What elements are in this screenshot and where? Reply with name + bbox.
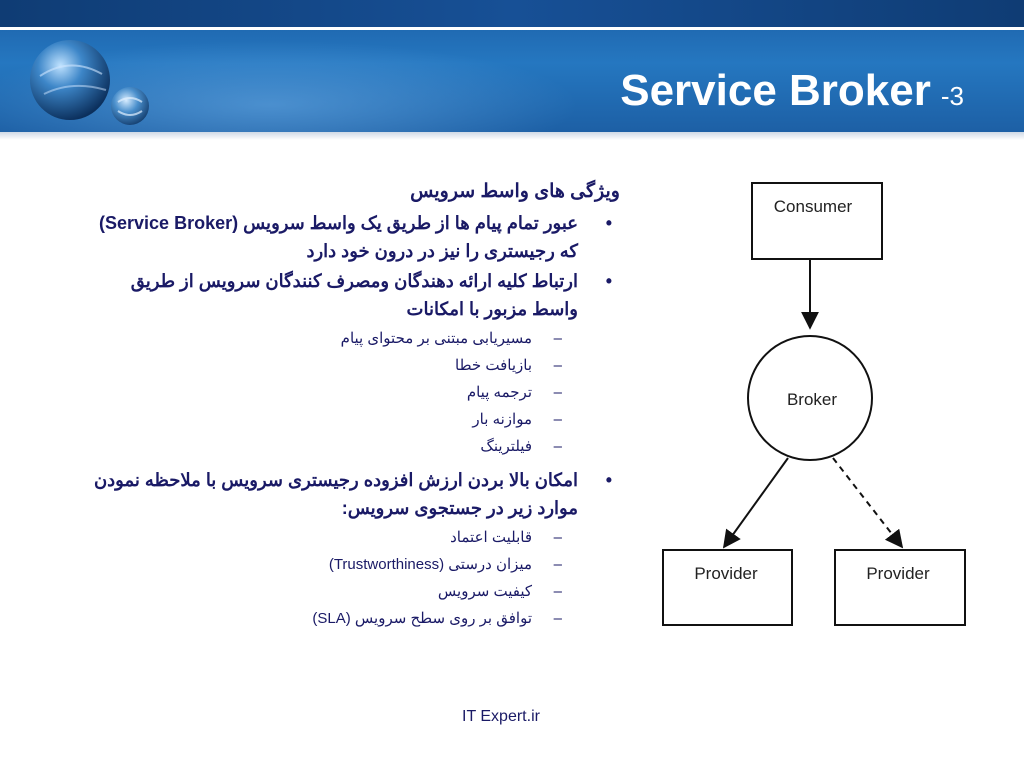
provider-right-label: Provider [866, 564, 930, 583]
sub-item-text: توافق بر روی سطح سرویس (SLA) [312, 610, 532, 627]
bullet-text: ارتباط کلیه ارائه دهندگان ومصرف کنندگان … [130, 271, 578, 319]
sub-marker: – [553, 357, 562, 374]
sub-marker: – [553, 610, 562, 627]
header-top-band [0, 0, 1024, 27]
sub-item: – بازیافت خطا [90, 352, 620, 379]
sub-item-text: ترجمه پیام [466, 384, 532, 401]
section-heading: ویژگی های واسط سرویس [410, 181, 620, 202]
bullet-item: • امکان بالا بردن ارزش افزوده رجیستری سر… [90, 466, 620, 522]
sub-item: – توافق بر روی سطح سرویس (SLA) [90, 605, 620, 632]
consumer-label: Consumer [774, 197, 853, 216]
sub-item-text: میزان درستی (Trustworthiness) [328, 556, 532, 573]
sub-item: – مسیریابی مبتنی بر محتوای پیام [90, 325, 620, 352]
provider-right-node: Provider [834, 549, 966, 626]
slide-header: Service Broker -3 [0, 0, 1024, 140]
broker-provider-right-arrow [832, 457, 904, 549]
sub-list: – مسیریابی مبتنی بر محتوای پیام – بازیافت … [90, 325, 620, 460]
globe-logo-icon [30, 40, 149, 125]
provider-left-label: Provider [694, 564, 758, 583]
sub-marker: – [553, 583, 562, 600]
sub-item: – کیفیت سرویس [90, 578, 620, 605]
header-bottom-edge [0, 132, 1024, 140]
sub-item: – ترجمه پیام [90, 379, 620, 406]
footer-text: IT Expert.ir [462, 708, 540, 725]
bullet-item: • ارتباط کلیه ارائه دهندگان ومصرف کنندگا… [90, 267, 620, 323]
consumer-node: Consumer [751, 182, 883, 260]
bullet-text: عبور تمام پیام ها از طریق یک واسط سرویس … [99, 213, 578, 261]
provider-left-node: Provider [662, 549, 793, 626]
sub-item: – موازنه بار [90, 406, 620, 433]
sub-item: – فیلترینگ [90, 433, 620, 460]
slide-content: ویژگی های واسط سرویس • عبور تمام پیام ها… [90, 180, 620, 638]
header-separator [0, 27, 1024, 30]
sub-marker: – [553, 438, 562, 455]
slide-title: Service Broker -3 [620, 66, 964, 116]
bullet-text: امکان بالا بردن ارزش افزوده رجیستری سروی… [93, 470, 578, 518]
bullet-item: • عبور تمام پیام ها از طریق یک واسط سروی… [90, 209, 620, 265]
bullet-marker: • [605, 213, 612, 233]
title-number: -3 [940, 81, 964, 111]
sub-marker: – [553, 384, 562, 401]
broker-diagram: Consumer Broker Provider Provider [662, 182, 966, 626]
bullet-marker: • [605, 470, 612, 490]
broker-label: Broker [787, 390, 837, 409]
sub-marker: – [553, 411, 562, 428]
sub-item-text: کیفیت سرویس [437, 583, 532, 600]
broker-provider-left-arrow [722, 457, 789, 549]
broker-node: Broker [747, 335, 873, 461]
title-text: Service Broker [620, 66, 931, 115]
sub-item: – میزان درستی (Trustworthiness) [90, 551, 620, 578]
sub-list: – قابلیت اعتماد – میزان درستی (Trustworthi… [90, 524, 620, 632]
sub-item-text: بازیافت خطا [455, 357, 532, 374]
sub-item: – قابلیت اعتماد [90, 524, 620, 551]
sub-item-text: موازنه بار [472, 411, 532, 428]
sub-marker: – [553, 330, 562, 347]
sub-marker: – [553, 556, 562, 573]
bullet-marker: • [605, 271, 612, 291]
sub-item-text: فیلترینگ [480, 438, 532, 455]
sub-item-text: قابلیت اعتماد [450, 529, 532, 546]
sub-item-text: مسیریابی مبتنی بر محتوای پیام [340, 330, 532, 347]
sub-marker: – [553, 529, 562, 546]
